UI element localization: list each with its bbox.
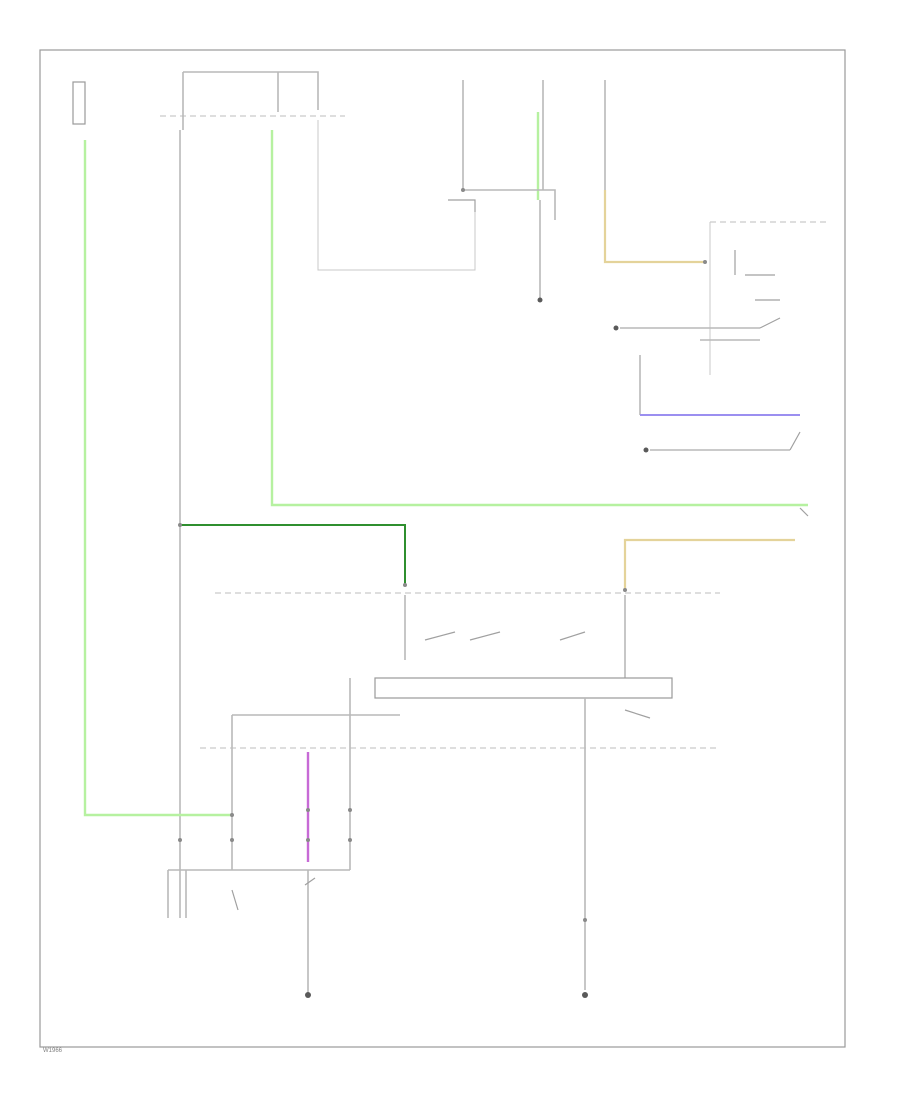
switch-lever-d bbox=[799, 507, 809, 517]
module-switch-3 bbox=[559, 631, 586, 641]
center-switch-contact bbox=[448, 199, 476, 212]
diagram-frame bbox=[39, 49, 846, 1048]
module-switch-1 bbox=[424, 631, 456, 641]
center-ground-symbol bbox=[537, 297, 543, 303]
module-switch-4 bbox=[624, 709, 651, 719]
ground-a bbox=[613, 325, 619, 331]
junction-dots bbox=[178, 188, 707, 922]
bottom-center-ground bbox=[305, 992, 311, 998]
light-green-wire-left bbox=[83, 140, 232, 817]
bottom-switch-lever bbox=[231, 889, 239, 911]
green-black-wire bbox=[180, 524, 406, 585]
switch-lever-c bbox=[789, 431, 801, 451]
fuse-block-top-wire bbox=[183, 71, 319, 110]
ground-c bbox=[643, 447, 649, 453]
module-switch-2 bbox=[469, 631, 501, 641]
diagram-id-label: W1966 bbox=[43, 1048, 63, 1054]
left-component-box bbox=[72, 81, 86, 125]
tan-wire-upper bbox=[603, 190, 705, 264]
fuse-right-loop bbox=[317, 120, 476, 271]
tan-wire-lower bbox=[623, 538, 795, 590]
control-module-box bbox=[374, 677, 673, 699]
lower-right-ground bbox=[582, 992, 588, 998]
bottom-center-switch bbox=[304, 877, 316, 886]
switch-lever-a bbox=[759, 317, 781, 329]
center-switch-top bbox=[463, 189, 556, 220]
light-green-wire-mid bbox=[270, 130, 808, 507]
